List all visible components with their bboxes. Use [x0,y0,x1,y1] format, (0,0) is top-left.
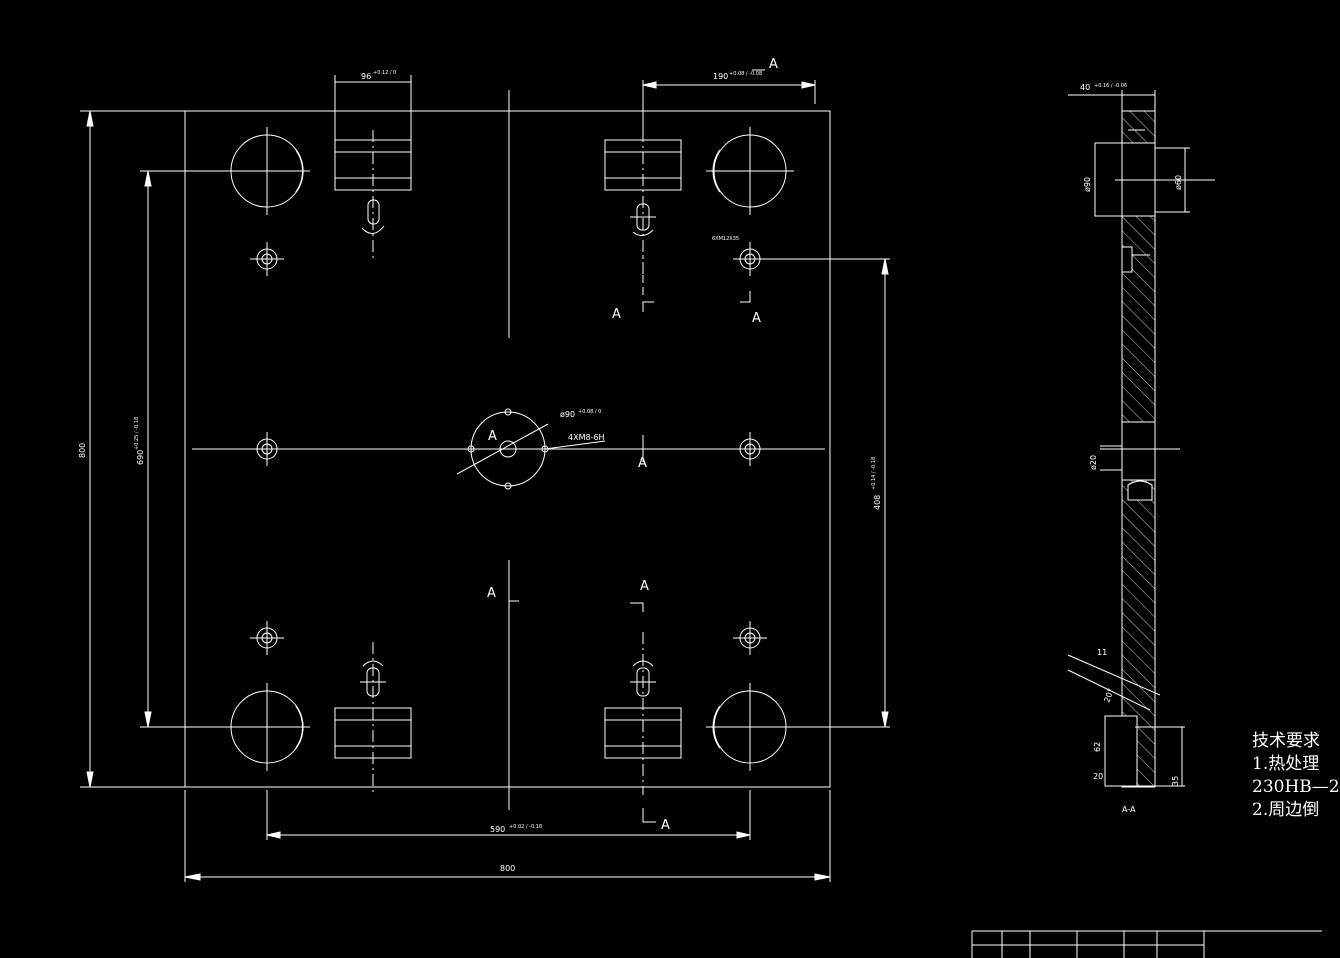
section-h2-label: 20 [1093,772,1103,781]
dim-pocket-offset-tol: +0.08 / -0.08 [729,71,762,77]
section-view [1067,90,1215,788]
section-marker-4 [630,602,644,612]
section-h4-label: 11 [1097,648,1107,657]
dim-pitch-x-tol: +0.02 / -0.18 [509,824,542,830]
section-marker-1 [642,301,654,312]
section-bore3-label: ø20 [1089,455,1098,470]
notes-line-1: 1.热处理 [1252,754,1320,774]
pocket-bottom-left [334,642,412,795]
dim-pitch-x-label: 590 [490,825,505,834]
dim-right-tol: +0.14 / -0.18 [871,457,877,490]
section-marker-5 [642,808,656,823]
section-bore1-label: ø90 [1083,177,1092,192]
center-bore-tol: +0.08 / 0 [578,409,601,415]
section-letter-4: A [488,429,497,444]
dim-plate-height [80,110,185,788]
section-angle-label: 20° [1102,687,1115,703]
pocket-bottom-right [604,632,682,795]
pocket-top-left [334,130,412,260]
dim-pitch-x [266,790,751,840]
notes-title: 技术要求 [1252,731,1320,751]
dim-plate-width [184,790,831,882]
section-letter-6: A [487,586,496,601]
section-letter-8: A [661,818,670,833]
section-letter-3: A [752,311,761,326]
dim-right [760,258,890,728]
screw-note-label: 6XM12X35 [712,236,739,242]
dim-pocket-offset-label: 190 [713,72,728,81]
section-marker-3 [508,587,519,602]
dim-plate-height-label: 800 [78,443,87,458]
section-thickness-label: 40 [1080,83,1090,92]
screw-hole-4 [739,432,761,466]
screw-hole-1 [250,242,284,276]
dim-pocket-width-label: 96 [361,72,371,81]
screw-hole-6 [733,621,767,655]
section-letter-5: A [638,456,647,471]
section-letter-2: A [612,307,621,322]
section-marker-2 [740,291,751,303]
center-bore-label: ø90 [560,410,575,419]
dim-plate-width-label: 800 [500,864,515,873]
section-letter-7: A [640,579,649,594]
section-view-label: A-A [1122,805,1136,814]
notes-line-2: 230HB—2 [1252,777,1340,797]
dim-pitch-y-label: 690 [136,450,145,465]
dim-pocket-width [334,75,412,140]
dim-pitch-y-tol: +0.25 / -0.18 [134,417,140,450]
section-bore2-label: ø60 [1174,175,1183,190]
notes-line-3: 2.周边倒 [1252,800,1320,820]
dim-right-label: 408 [873,495,882,510]
guide-hole-bottom-right [706,683,794,771]
section-thickness-tol: +0.16 / -0.06 [1094,83,1127,89]
dim-pitch-y [140,170,267,728]
center-thread-label: 4XM8-6H [568,433,605,442]
title-block [971,930,1322,958]
guide-hole-top-right [706,127,794,215]
screw-hole-5 [250,621,284,655]
section-h3-label: 35 [1171,776,1180,786]
plate-outline [184,110,831,788]
center-bore [456,408,606,490]
screw-hole-3 [256,432,278,466]
technical-notes: 技术要求 1.热处理 230HB—2 2.周边倒 [1252,730,1340,822]
dim-pocket-offset [642,80,816,140]
section-letter-1: A [769,57,778,72]
dim-pocket-width-tol: +0.12 / 0 [373,70,396,76]
section-h1-label: 62 [1093,742,1102,752]
